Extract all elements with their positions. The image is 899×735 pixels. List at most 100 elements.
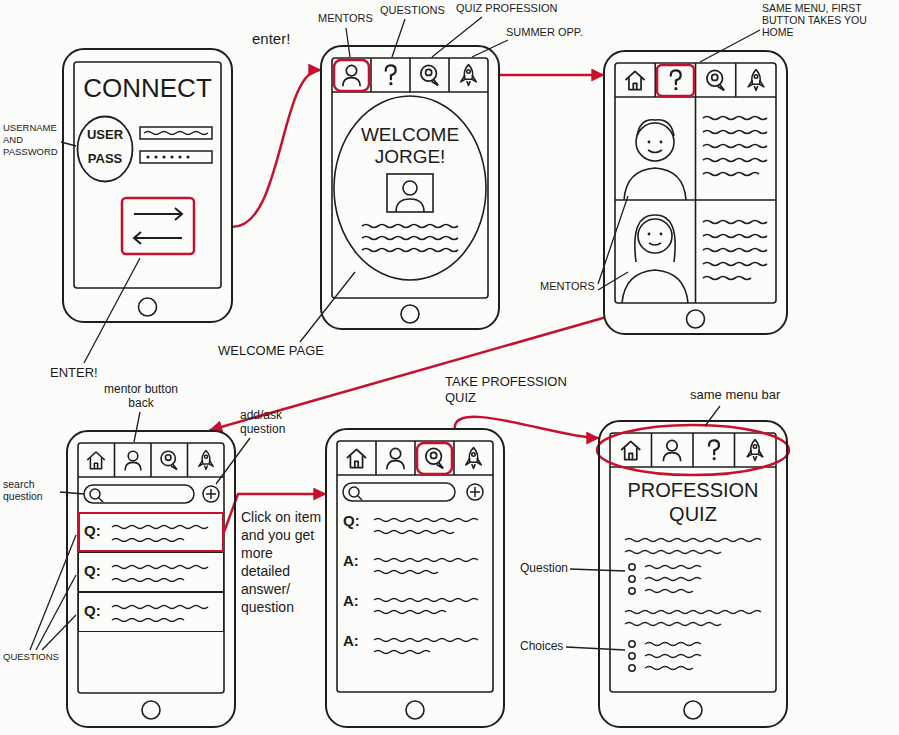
mentor-grid — [703, 277, 751, 280]
annotation: QUESTIONS — [380, 4, 448, 17]
mentor-grid — [703, 159, 767, 162]
menu-icons — [387, 448, 404, 469]
question-label: Q: — [84, 522, 114, 539]
menu-icons — [87, 65, 764, 471]
mentor-grid — [703, 117, 767, 120]
screen-text: Q: — [343, 512, 371, 529]
field-label: USER — [80, 128, 130, 143]
annotation: MENTORS — [540, 280, 598, 293]
mentor-grid — [703, 249, 767, 252]
login-fields — [134, 208, 182, 244]
question-list-content — [112, 606, 208, 609]
quiz-content — [629, 588, 635, 594]
annotation: TAKE PROFESSION QUIZ — [445, 374, 577, 406]
field-label: PASS — [80, 152, 130, 167]
red-highlights — [122, 198, 194, 254]
mentor-grid — [703, 221, 767, 224]
screen-frames — [139, 298, 157, 316]
flow-arrow — [500, 74, 603, 77]
question-row: Q: — [78, 552, 224, 592]
menu-icons — [386, 65, 396, 85]
welcome-content — [396, 199, 424, 212]
mentor-grid — [703, 145, 767, 148]
menu-icons — [466, 448, 482, 469]
menu-bar-lines — [610, 433, 776, 467]
menu-bar-lines — [332, 58, 488, 92]
menu-bar-lines — [615, 63, 776, 97]
mentor-grid — [638, 219, 672, 253]
mentor-eyes — [660, 141, 663, 144]
mentor-grid — [703, 173, 759, 176]
screen-text: A: — [343, 592, 371, 609]
quiz-content — [629, 564, 635, 570]
answer-screen-content — [470, 487, 480, 497]
red-highlights — [417, 443, 452, 474]
login-fields — [134, 127, 212, 244]
annotation: Choices — [520, 640, 578, 654]
menu-icons — [747, 440, 763, 461]
question-list-content — [206, 489, 216, 499]
screen-text: PROFESSION QUIZ — [618, 478, 768, 526]
leader-lines — [566, 647, 625, 650]
screen-frames — [684, 701, 702, 719]
mentor-grid — [703, 235, 767, 238]
leader-lines — [705, 406, 720, 426]
password-dots — [146, 155, 189, 158]
annotation: ENTER! — [50, 366, 110, 381]
quiz-content — [625, 611, 761, 614]
mentor-eyes — [660, 233, 663, 236]
mentor-eyes — [648, 141, 651, 144]
question-list-content — [112, 619, 184, 622]
answer-screen-content — [467, 484, 483, 500]
leader-lines — [700, 30, 760, 62]
leader-lines — [300, 272, 355, 342]
welcome-content — [362, 237, 458, 240]
menu-icons — [343, 65, 360, 86]
screen-frames — [337, 441, 493, 692]
menu-icons — [707, 70, 724, 90]
leader-lines — [392, 19, 405, 57]
quiz-content — [645, 578, 701, 581]
quiz-content — [625, 539, 761, 542]
leader-lines — [432, 17, 482, 57]
leader-lines — [472, 40, 508, 57]
mentor-grid — [703, 131, 767, 134]
leader-lines — [36, 575, 76, 650]
welcome-content — [362, 249, 458, 252]
oval-outline — [76, 115, 134, 183]
flow-arrow — [233, 70, 320, 227]
answer-screen-content — [374, 519, 478, 522]
welcome-content — [334, 96, 486, 280]
mentor-eyes — [648, 233, 651, 236]
phone-screen: Q:A:A:A: — [325, 428, 505, 728]
answer-screen-content — [343, 483, 483, 654]
menu-icons — [709, 440, 719, 460]
menu-icons — [748, 70, 764, 91]
welcome-content — [362, 225, 458, 228]
menu-icons — [426, 448, 443, 468]
mentor-grid — [615, 97, 776, 303]
menu-icons — [663, 440, 680, 461]
red-highlights — [334, 60, 369, 91]
menu-icons — [671, 70, 681, 90]
answer-screen-content — [374, 599, 478, 602]
mentor-grid — [649, 243, 661, 245]
menu-bar-lines — [78, 443, 224, 477]
annotation: QUIZ PROFESSION — [456, 2, 568, 15]
quiz-content — [629, 576, 635, 582]
screen-frames — [687, 310, 705, 328]
phone-screen: Q:Q:Q: — [66, 430, 236, 728]
question-list-content — [84, 485, 219, 622]
quiz-content — [629, 641, 635, 647]
login-fields — [140, 127, 212, 139]
menu-icons — [347, 449, 366, 467]
mentor-eyes — [648, 141, 663, 236]
annotation: Question — [520, 562, 578, 576]
annotation: WELCOME PAGE — [218, 344, 348, 359]
answer-screen-content — [374, 611, 446, 614]
leader-lines — [84, 258, 140, 363]
welcome-content — [387, 174, 433, 212]
quiz-content — [645, 643, 701, 646]
